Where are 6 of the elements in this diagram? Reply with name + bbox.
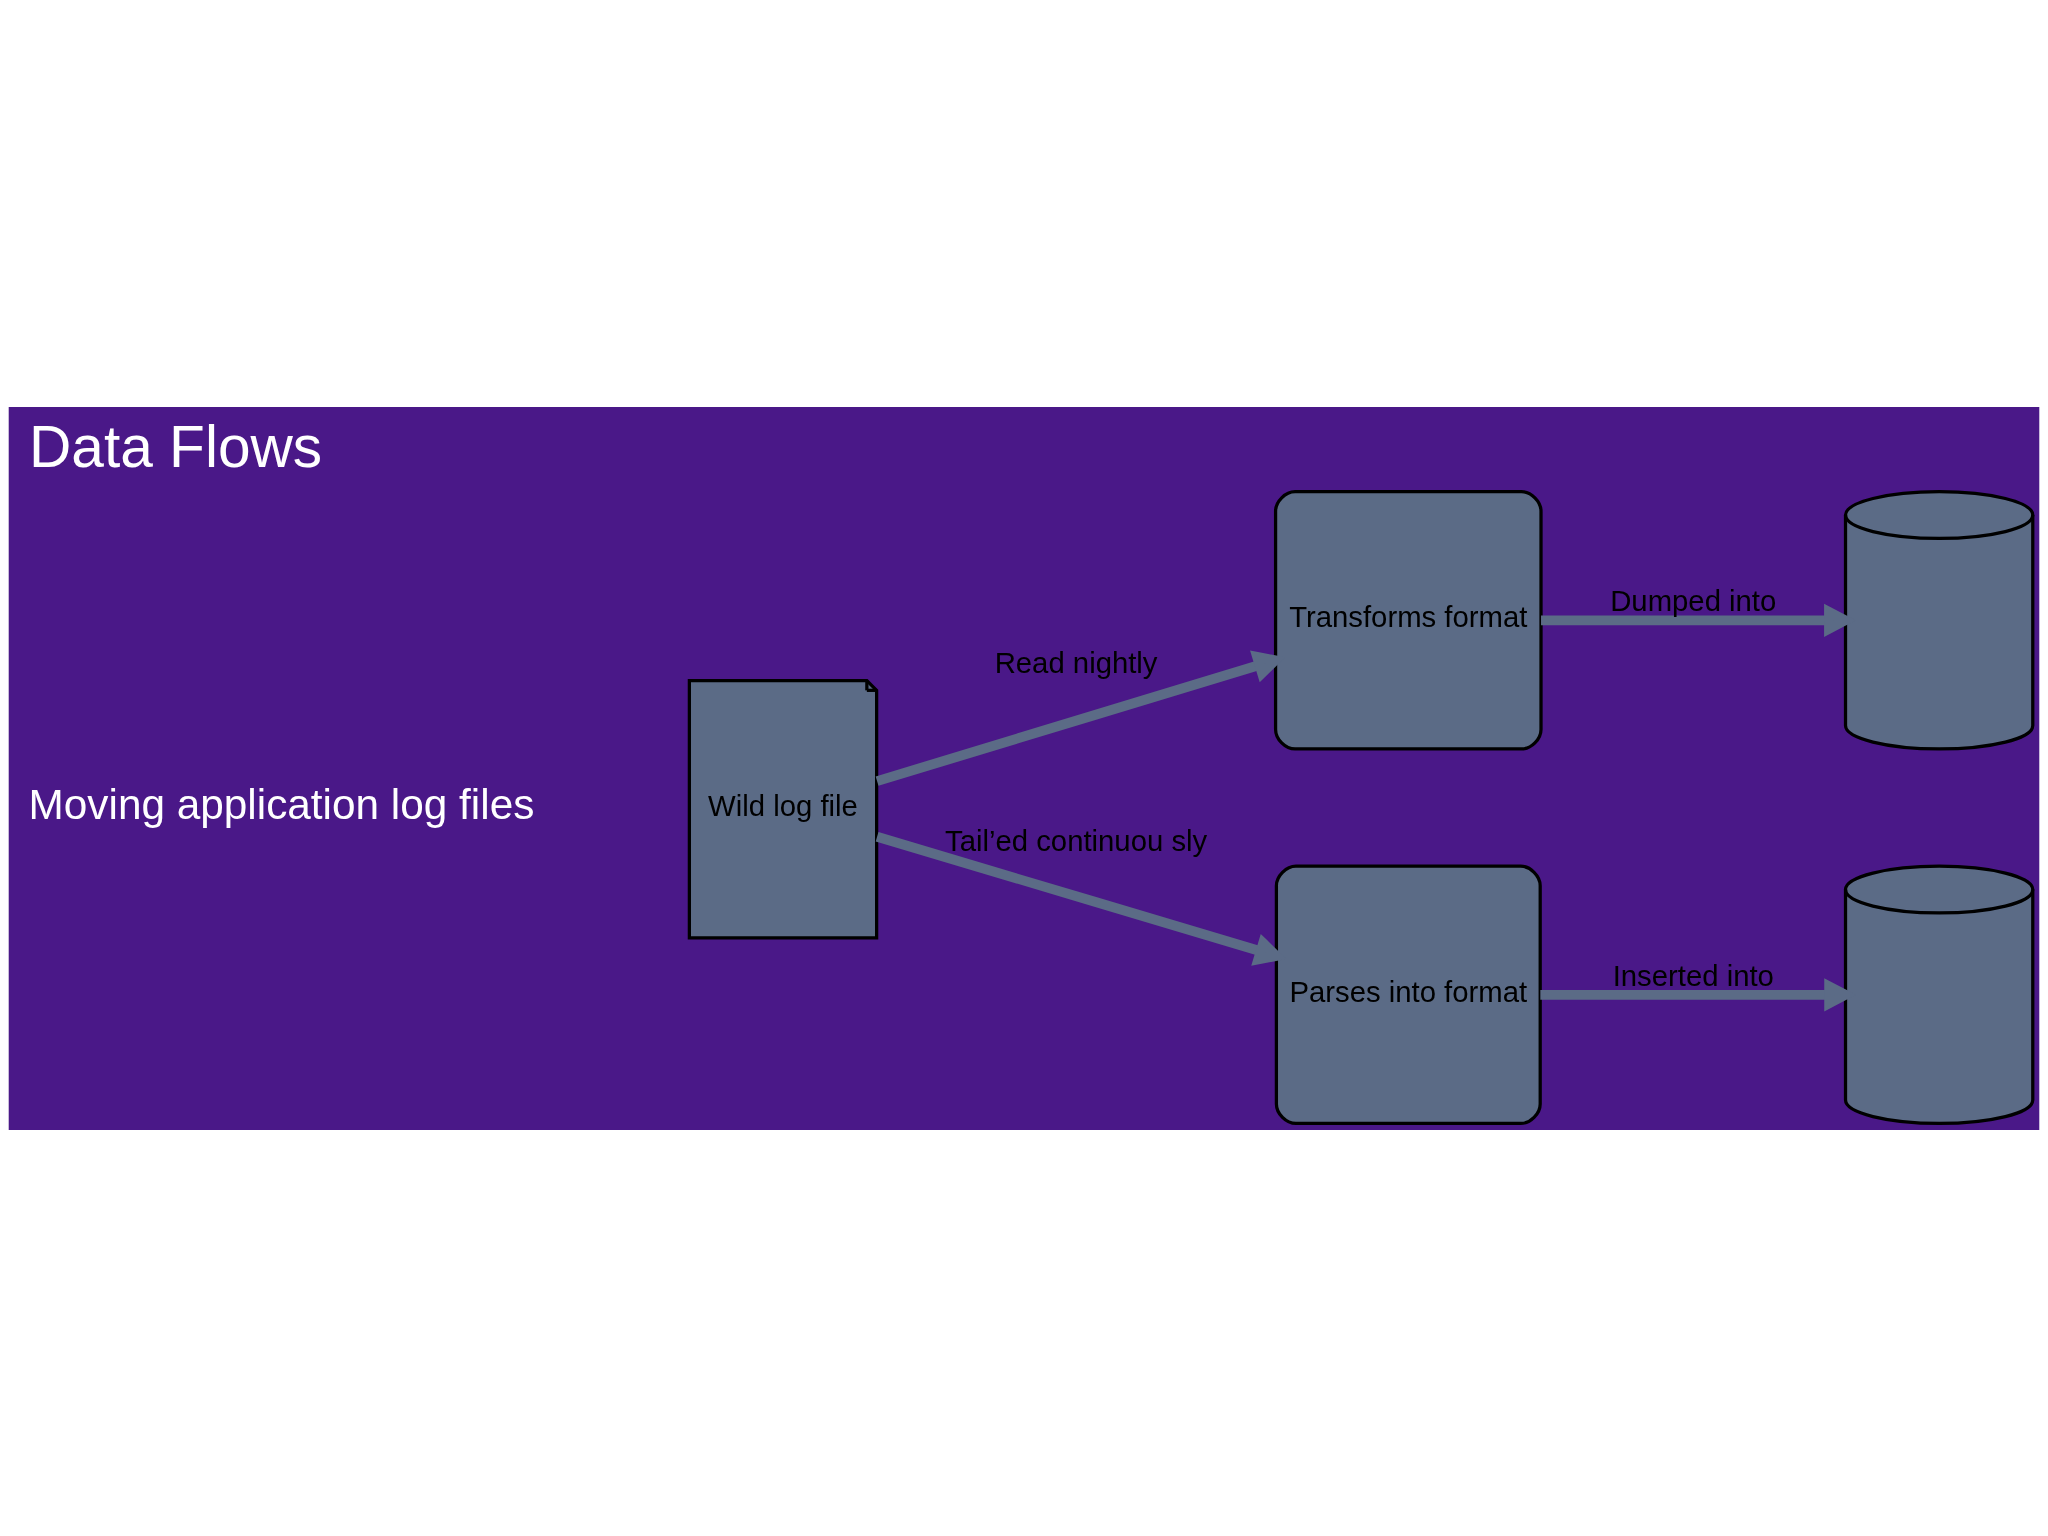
- edge-label: Read nightly: [994, 645, 1158, 679]
- edge-label: Tail’ed continuou sly: [945, 823, 1208, 857]
- label: Moving application log files: [28, 780, 535, 828]
- edge-label: Inserted into: [1612, 958, 1774, 992]
- diagram-title: Data Flows: [29, 413, 323, 479]
- edge-label: Dumped into: [1610, 583, 1777, 617]
